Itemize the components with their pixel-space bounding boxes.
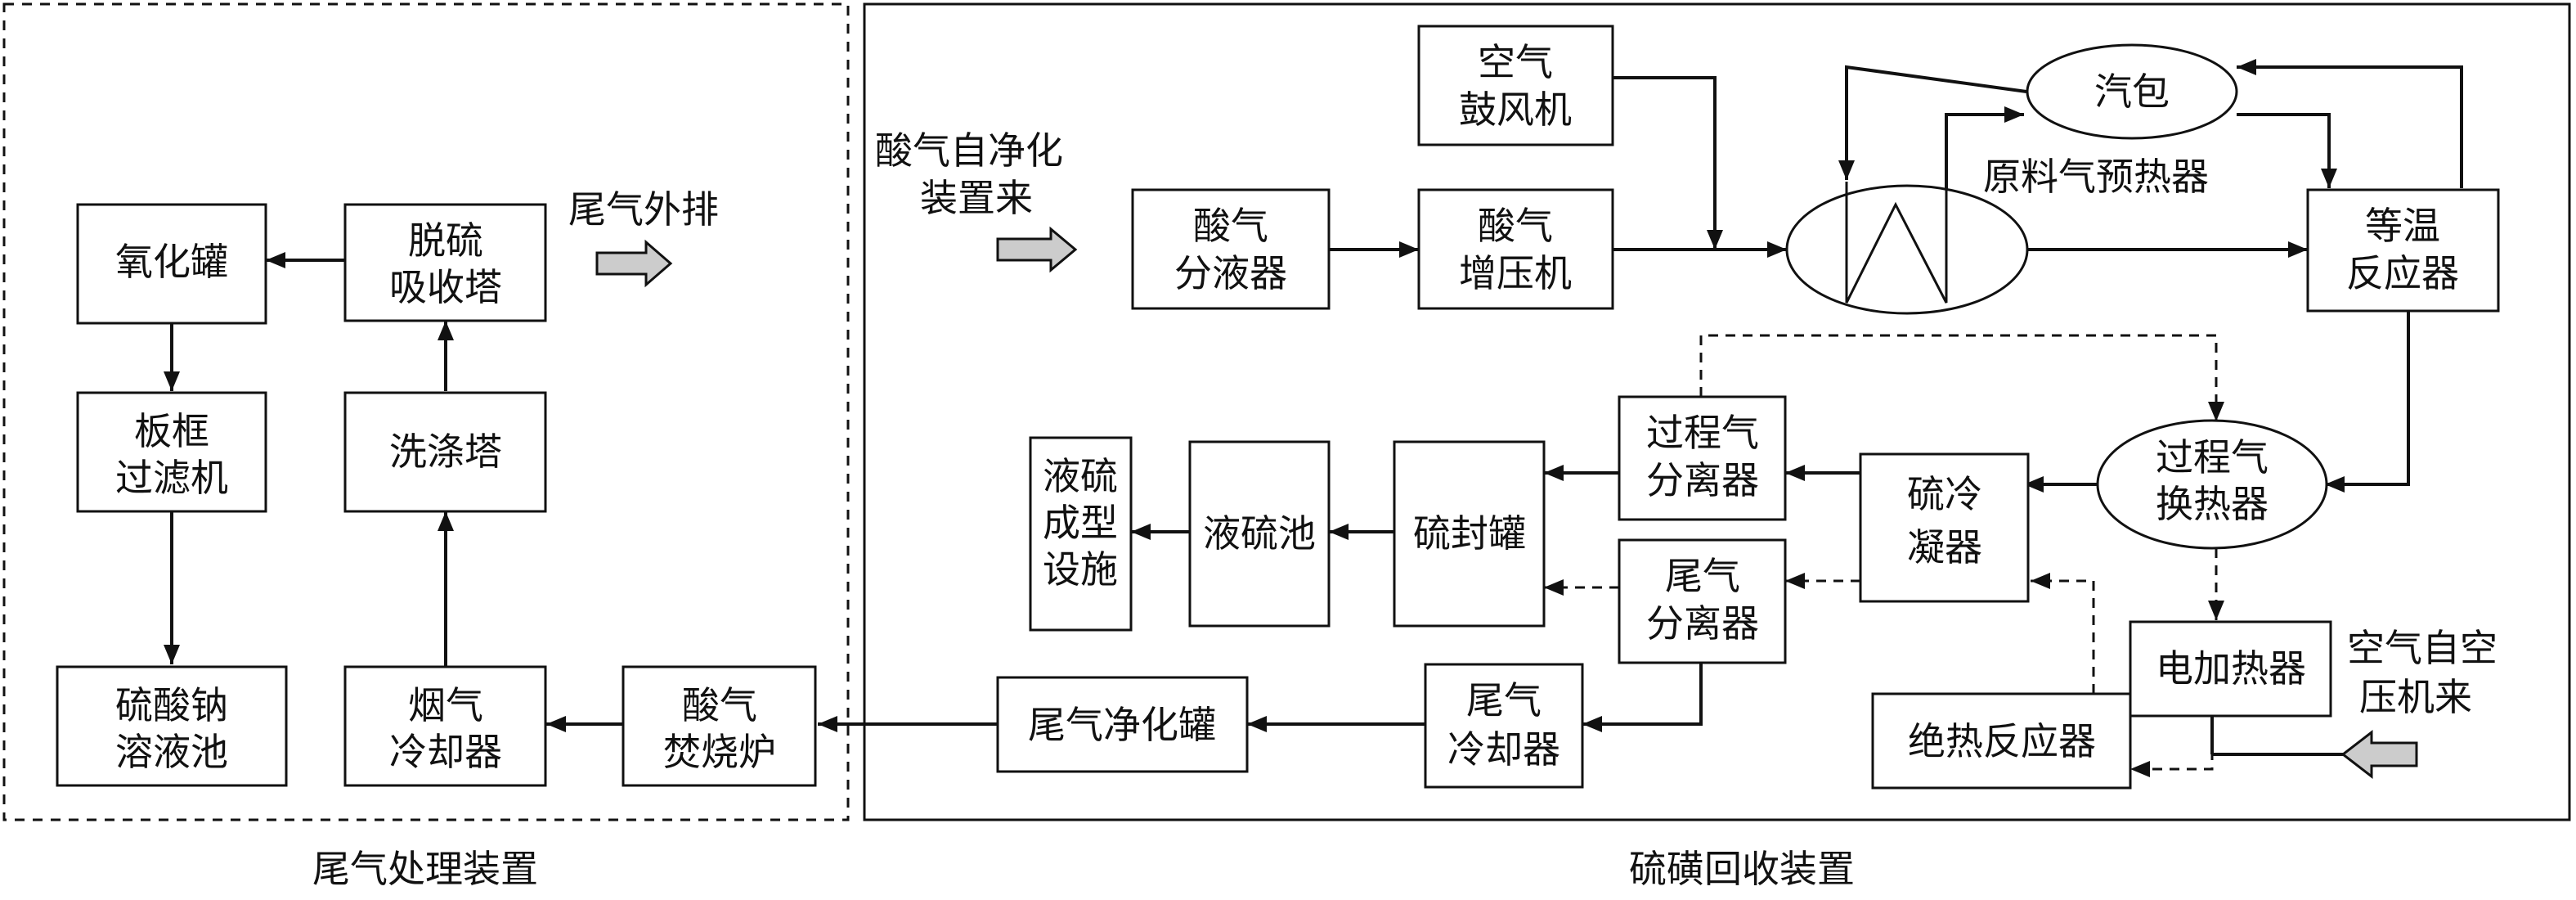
svg-text:反应器: 反应器	[2346, 251, 2459, 295]
svg-text:设施: 设施	[1043, 547, 1118, 592]
tail-gas-section-title: 尾气处理装置	[312, 847, 538, 891]
tail-gas-exhaust-label: 尾气外排	[568, 187, 719, 232]
svg-text:绝热反应器: 绝热反应器	[1908, 719, 2096, 763]
air-source-label-2: 压机来	[2359, 675, 2472, 719]
sulfur-seal-tank-box: 硫封罐	[1393, 440, 1546, 628]
svg-text:焚烧炉: 焚烧炉	[663, 730, 776, 774]
svg-text:换热器: 换热器	[2156, 482, 2269, 526]
svg-text:液硫: 液硫	[1043, 454, 1118, 498]
svg-text:溶液池: 溶液池	[115, 730, 228, 774]
liquid-sulfur-pool-box: 液硫池	[1188, 440, 1331, 628]
svg-text:尾气: 尾气	[1466, 678, 1542, 722]
svg-text:过程气: 过程气	[2156, 435, 2269, 479]
svg-text:等温: 等温	[2365, 204, 2440, 248]
adiabatic-reactor-box: 绝热反应器	[1871, 692, 2132, 790]
acid-gas-inlet-arrow	[996, 226, 1078, 273]
svg-text:洗涤塔: 洗涤塔	[389, 430, 502, 474]
svg-text:分液器: 分液器	[1174, 251, 1287, 295]
sulfur-recovery-section-title: 硫磺回收装置	[1629, 847, 1855, 891]
svg-text:空气: 空气	[1478, 40, 1553, 84]
svg-text:硫冷: 硫冷	[1907, 472, 1982, 516]
svg-text:过程气: 过程气	[1646, 411, 1759, 455]
process-gas-separator-box: 过程气 分离器	[1618, 395, 1787, 521]
svg-text:分离器: 分离器	[1646, 601, 1759, 646]
svg-text:尾气: 尾气	[1665, 554, 1740, 598]
acid-gas-separator-box: 酸气 分液器	[1131, 188, 1331, 310]
washing-tower-box: 洗涤塔	[343, 391, 547, 513]
svg-text:尾气净化罐: 尾气净化罐	[1028, 703, 1216, 747]
svg-text:鼓风机: 鼓风机	[1459, 88, 1572, 132]
sulfur-recovery-section-frame	[863, 2, 2571, 821]
svg-text:板框: 板框	[134, 409, 209, 453]
tail-gas-purifier-box: 尾气净化罐	[996, 676, 1249, 773]
isothermal-reactor-box: 等温 反应器	[2306, 188, 2500, 313]
sodium-sulfate-pool-box: 硫酸钠 溶液池	[56, 665, 288, 787]
steam-drum: 汽包	[2026, 43, 2238, 140]
svg-text:液硫池: 液硫池	[1203, 511, 1316, 556]
acid-gas-incinerator-box: 酸气 焚烧炉	[622, 665, 817, 787]
svg-text:烟气: 烟气	[408, 683, 483, 727]
svg-text:酸气: 酸气	[682, 683, 757, 727]
acid-gas-compressor-box: 酸气 增压机	[1417, 188, 1614, 310]
svg-text:分离器: 分离器	[1646, 458, 1759, 502]
solid-flow-lines	[164, 59, 2463, 780]
svg-text:过滤机: 过滤机	[115, 456, 228, 500]
svg-text:硫封罐: 硫封罐	[1413, 511, 1526, 556]
dashed-flow-lines	[1544, 334, 2224, 777]
feed-preheater-label: 原料气预热器	[1983, 155, 2209, 199]
acid-gas-source-label-1: 酸气自净化	[875, 128, 1063, 173]
air-source-label-1: 空气自空	[2347, 626, 2497, 670]
svg-text:冷却器: 冷却器	[1447, 727, 1560, 772]
svg-text:增压机: 增压机	[1459, 251, 1572, 295]
svg-text:汽包: 汽包	[2094, 70, 2170, 114]
svg-text:凝器: 凝器	[1907, 525, 1982, 569]
process-gas-hx: 过程气 换热器	[2096, 419, 2328, 550]
oxidation-tank-box: 氧化罐	[76, 203, 267, 325]
acid-gas-source-label-2: 装置来	[920, 176, 1033, 220]
desulfur-tower-box: 脱硫 吸收塔	[343, 203, 547, 322]
air-inlet-arrow	[2340, 729, 2418, 780]
svg-text:氧化罐: 氧化罐	[115, 240, 228, 284]
plate-filter-box: 板框 过滤机	[76, 391, 267, 513]
air-blower-box: 空气 鼓风机	[1417, 25, 1614, 146]
svg-text:吸收塔: 吸收塔	[389, 265, 502, 309]
svg-text:冷却器: 冷却器	[389, 730, 502, 774]
feed-preheater	[1785, 182, 2029, 315]
liquid-sulfur-forming-box: 液硫 成型 设施	[1029, 436, 1133, 632]
tail-gas-section-frame	[2, 2, 850, 821]
tail-gas-separator-box: 尾气 分离器	[1618, 538, 1787, 664]
tail-gas-exhaust-arrow	[595, 239, 673, 288]
flue-gas-cooler-box: 烟气 冷却器	[343, 665, 547, 787]
svg-text:成型: 成型	[1043, 501, 1118, 545]
svg-text:酸气: 酸气	[1193, 204, 1268, 248]
svg-text:酸气: 酸气	[1478, 204, 1553, 248]
sulfur-condenser-box: 硫冷 凝器	[1859, 452, 2030, 603]
svg-text:脱硫: 脱硫	[408, 218, 483, 263]
tail-gas-cooler-box: 尾气 冷却器	[1424, 663, 1584, 789]
electric-heater-box: 电加热器	[2129, 620, 2332, 718]
svg-text:硫酸钠: 硫酸钠	[115, 683, 228, 727]
svg-text:电加热器: 电加热器	[2156, 646, 2306, 691]
